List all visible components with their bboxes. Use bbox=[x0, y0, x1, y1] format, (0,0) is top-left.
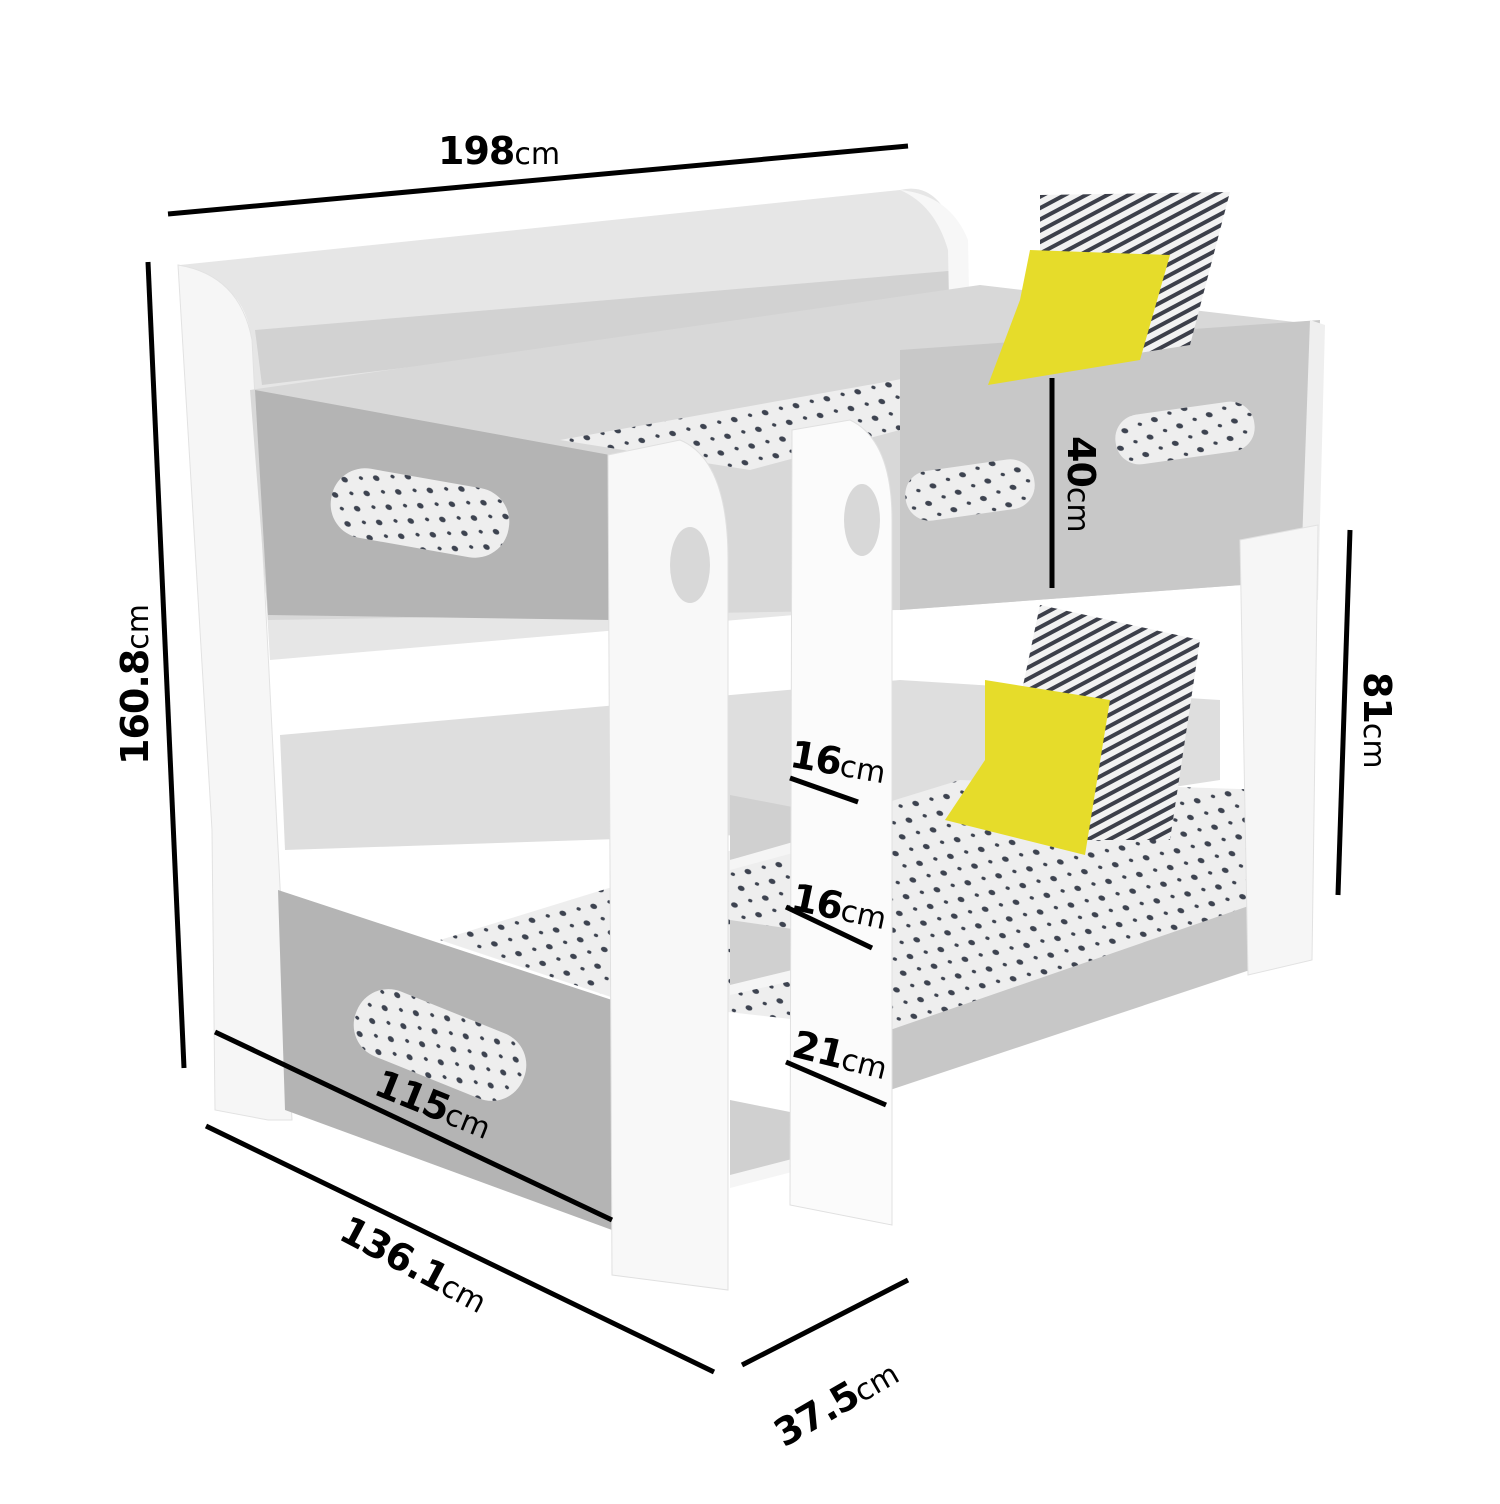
width-line bbox=[167, 143, 909, 217]
ladder-right-post bbox=[789, 419, 893, 1226]
upper-pillows bbox=[988, 192, 1230, 385]
dimension-height-label: 160.8cm bbox=[113, 604, 157, 765]
bottom-clearance-line bbox=[1335, 529, 1353, 896]
dimension-width-label: 198cm bbox=[438, 129, 561, 173]
right-rear-post bbox=[1239, 524, 1319, 976]
mattress-length-line bbox=[213, 1029, 614, 1223]
front-left-post bbox=[607, 439, 729, 1291]
ladder-depth-line bbox=[740, 1277, 910, 1368]
post-handhold-left bbox=[670, 527, 710, 603]
dimension-top-guard-label: 40cm bbox=[1059, 436, 1103, 533]
height-line bbox=[145, 261, 187, 1069]
post-handhold-right bbox=[844, 484, 880, 556]
left-end-post bbox=[177, 264, 293, 1121]
lower-pillows bbox=[945, 605, 1200, 855]
upper-guard-slot-right bbox=[1115, 401, 1255, 465]
upper-side-guard bbox=[900, 320, 1320, 610]
dimension-bottom-clearance-label: 81cm bbox=[1355, 672, 1399, 769]
yellow-pillow-lower bbox=[945, 680, 1110, 855]
lower-guard-slot bbox=[353, 989, 527, 1101]
depth-line bbox=[204, 1123, 716, 1375]
dimension-lines bbox=[145, 143, 1353, 1375]
upper-guard-slot-left bbox=[330, 468, 510, 558]
yellow-pillow bbox=[988, 250, 1170, 385]
